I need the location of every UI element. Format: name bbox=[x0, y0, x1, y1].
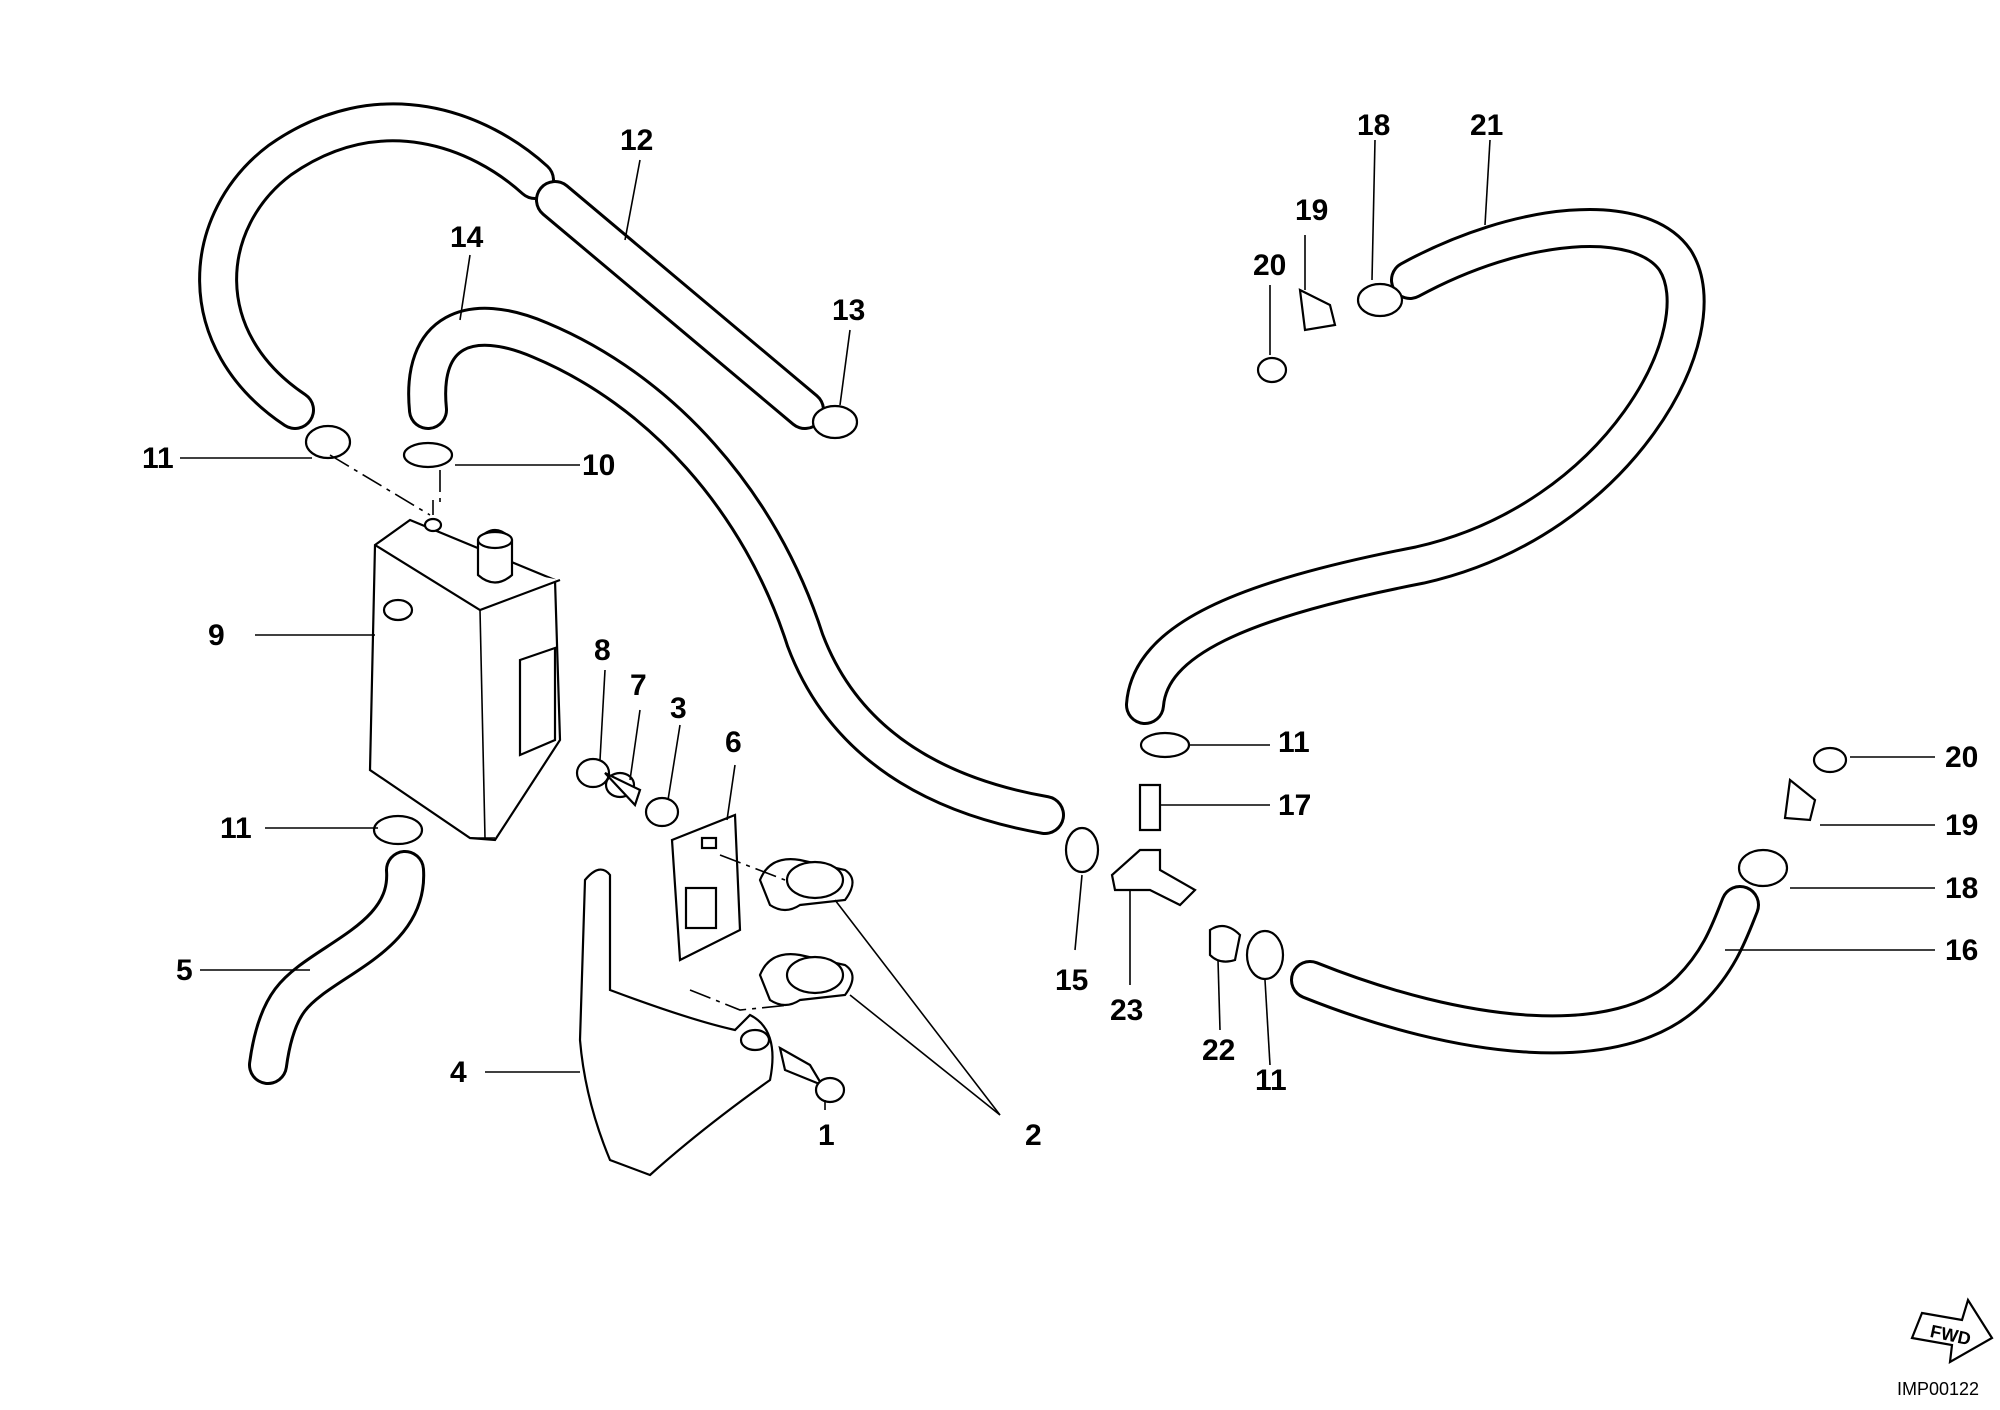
callout-21: 21 bbox=[1470, 109, 1503, 142]
callout-2: 2 bbox=[1025, 1119, 1042, 1152]
callout-5: 5 bbox=[176, 954, 193, 987]
callout-numbers: 11 9 11 5 4 10 12 14 13 8 7 3 6 1 2 15 2… bbox=[142, 109, 1978, 1152]
callout-11: 11 bbox=[1255, 1064, 1287, 1097]
callout-12: 12 bbox=[620, 124, 653, 157]
fittings-8-7-3 bbox=[575, 757, 680, 828]
heat-shield bbox=[578, 868, 774, 1177]
hose-5 bbox=[248, 850, 426, 1085]
callout-19: 19 bbox=[1295, 194, 1328, 227]
leader-lines bbox=[180, 139, 1935, 1116]
hose-12 bbox=[198, 102, 825, 430]
hose-clamps bbox=[304, 282, 1789, 981]
callout-10: 10 bbox=[582, 449, 615, 482]
callout-13: 13 bbox=[832, 294, 865, 327]
callout-3: 3 bbox=[670, 692, 687, 725]
bolt bbox=[778, 1045, 846, 1104]
hose-16 bbox=[1290, 885, 1760, 1055]
callout-1: 1 bbox=[818, 1119, 835, 1152]
callout-15: 15 bbox=[1055, 964, 1088, 997]
charcoal-canister bbox=[368, 500, 562, 842]
hose-14 bbox=[407, 306, 1065, 835]
callout-9: 9 bbox=[208, 619, 225, 652]
callout-14: 14 bbox=[450, 221, 484, 254]
callout-20: 20 bbox=[1945, 741, 1978, 774]
callout-11: 11 bbox=[142, 442, 174, 475]
callout-11: 11 bbox=[1278, 726, 1310, 759]
assembly-lines bbox=[329, 454, 791, 1011]
callout-7: 7 bbox=[630, 669, 647, 702]
callout-18: 18 bbox=[1357, 109, 1390, 142]
clips bbox=[758, 858, 854, 1007]
hose-21 bbox=[1125, 208, 1706, 725]
t-piece-and-springs bbox=[1110, 288, 1848, 963]
callout-18: 18 bbox=[1945, 872, 1978, 905]
callout-4: 4 bbox=[450, 1056, 467, 1089]
callout-17: 17 bbox=[1278, 789, 1311, 822]
callout-16: 16 bbox=[1945, 934, 1978, 967]
forward-arrow-icon: FWD bbox=[1910, 1297, 1994, 1365]
callout-22: 22 bbox=[1202, 1034, 1235, 1067]
holder-plate bbox=[670, 813, 742, 962]
callout-23: 23 bbox=[1110, 994, 1143, 1027]
callout-6: 6 bbox=[725, 726, 742, 759]
callout-11: 11 bbox=[220, 812, 252, 845]
callout-20: 20 bbox=[1253, 249, 1286, 282]
callout-8: 8 bbox=[594, 634, 611, 667]
image-code: IMP00122 bbox=[1897, 1379, 1979, 1399]
callout-19: 19 bbox=[1945, 809, 1978, 842]
